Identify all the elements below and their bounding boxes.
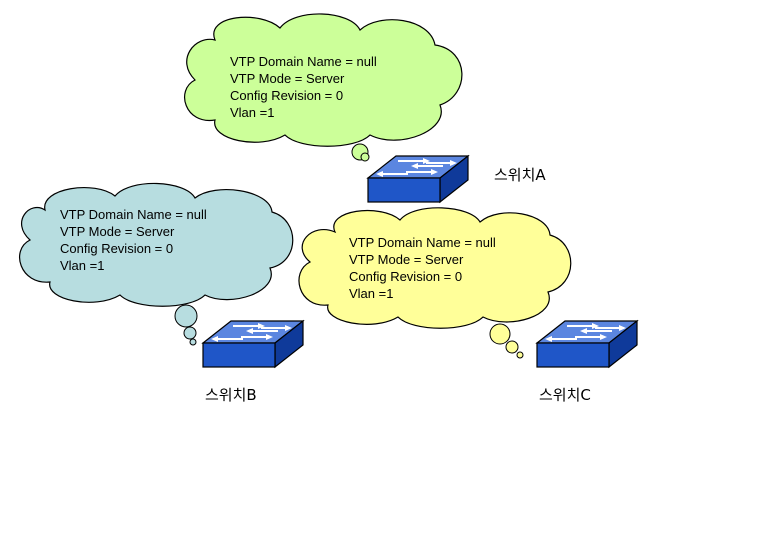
cloud-a-line: Config Revision = 0 bbox=[230, 88, 344, 103]
cloud-c-text: VTP Domain Name = null VTP Mode = Server… bbox=[349, 234, 496, 302]
cloud-c-line: VTP Mode = Server bbox=[349, 252, 464, 267]
cloud-b-line: Vlan =1 bbox=[60, 258, 105, 273]
cloud-b-line: Config Revision = 0 bbox=[60, 241, 174, 256]
switch-b-icon bbox=[202, 320, 304, 368]
thought-cloud-b bbox=[19, 182, 294, 346]
cloud-a-text: VTP Domain Name = null VTP Mode = Server… bbox=[230, 53, 377, 121]
switch-c-icon bbox=[536, 320, 638, 368]
cloud-a-line: Vlan =1 bbox=[230, 105, 275, 120]
cloud-a-line: VTP Domain Name = null bbox=[230, 54, 377, 69]
cloud-c-line: Vlan =1 bbox=[349, 286, 394, 301]
thought-cloud-a bbox=[184, 13, 463, 162]
switch-a-label: 스위치A bbox=[494, 166, 546, 184]
switch-c-label: 스위치C bbox=[539, 386, 591, 404]
cloud-b-line: VTP Mode = Server bbox=[60, 224, 175, 239]
cloud-a-line: VTP Mode = Server bbox=[230, 71, 345, 86]
switch-b-label: 스위치B bbox=[205, 386, 257, 404]
switch-a-icon bbox=[367, 155, 469, 203]
cloud-b-line: VTP Domain Name = null bbox=[60, 207, 207, 222]
cloud-b-text: VTP Domain Name = null VTP Mode = Server… bbox=[60, 206, 207, 274]
cloud-c-line: VTP Domain Name = null bbox=[349, 235, 496, 250]
cloud-c-line: Config Revision = 0 bbox=[349, 269, 463, 284]
thought-cloud-c bbox=[298, 207, 572, 359]
